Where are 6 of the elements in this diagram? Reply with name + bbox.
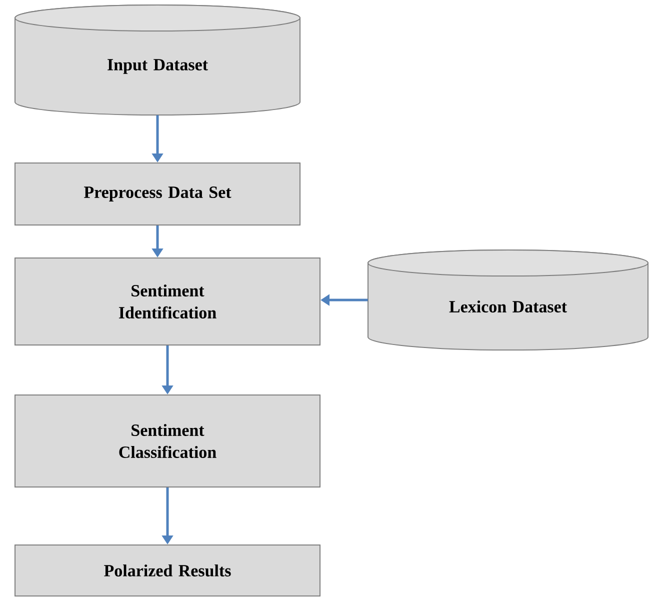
process-box: Sentiment Classification [14, 394, 320, 488]
database-cylinder: Input Dataset [14, 4, 300, 116]
process-box: Sentiment Identification [14, 258, 320, 346]
database-cylinder: Lexicon Dataset [368, 250, 648, 350]
process-box: Preprocess Data Set [14, 162, 300, 226]
process-box: Polarized Results [14, 544, 320, 596]
